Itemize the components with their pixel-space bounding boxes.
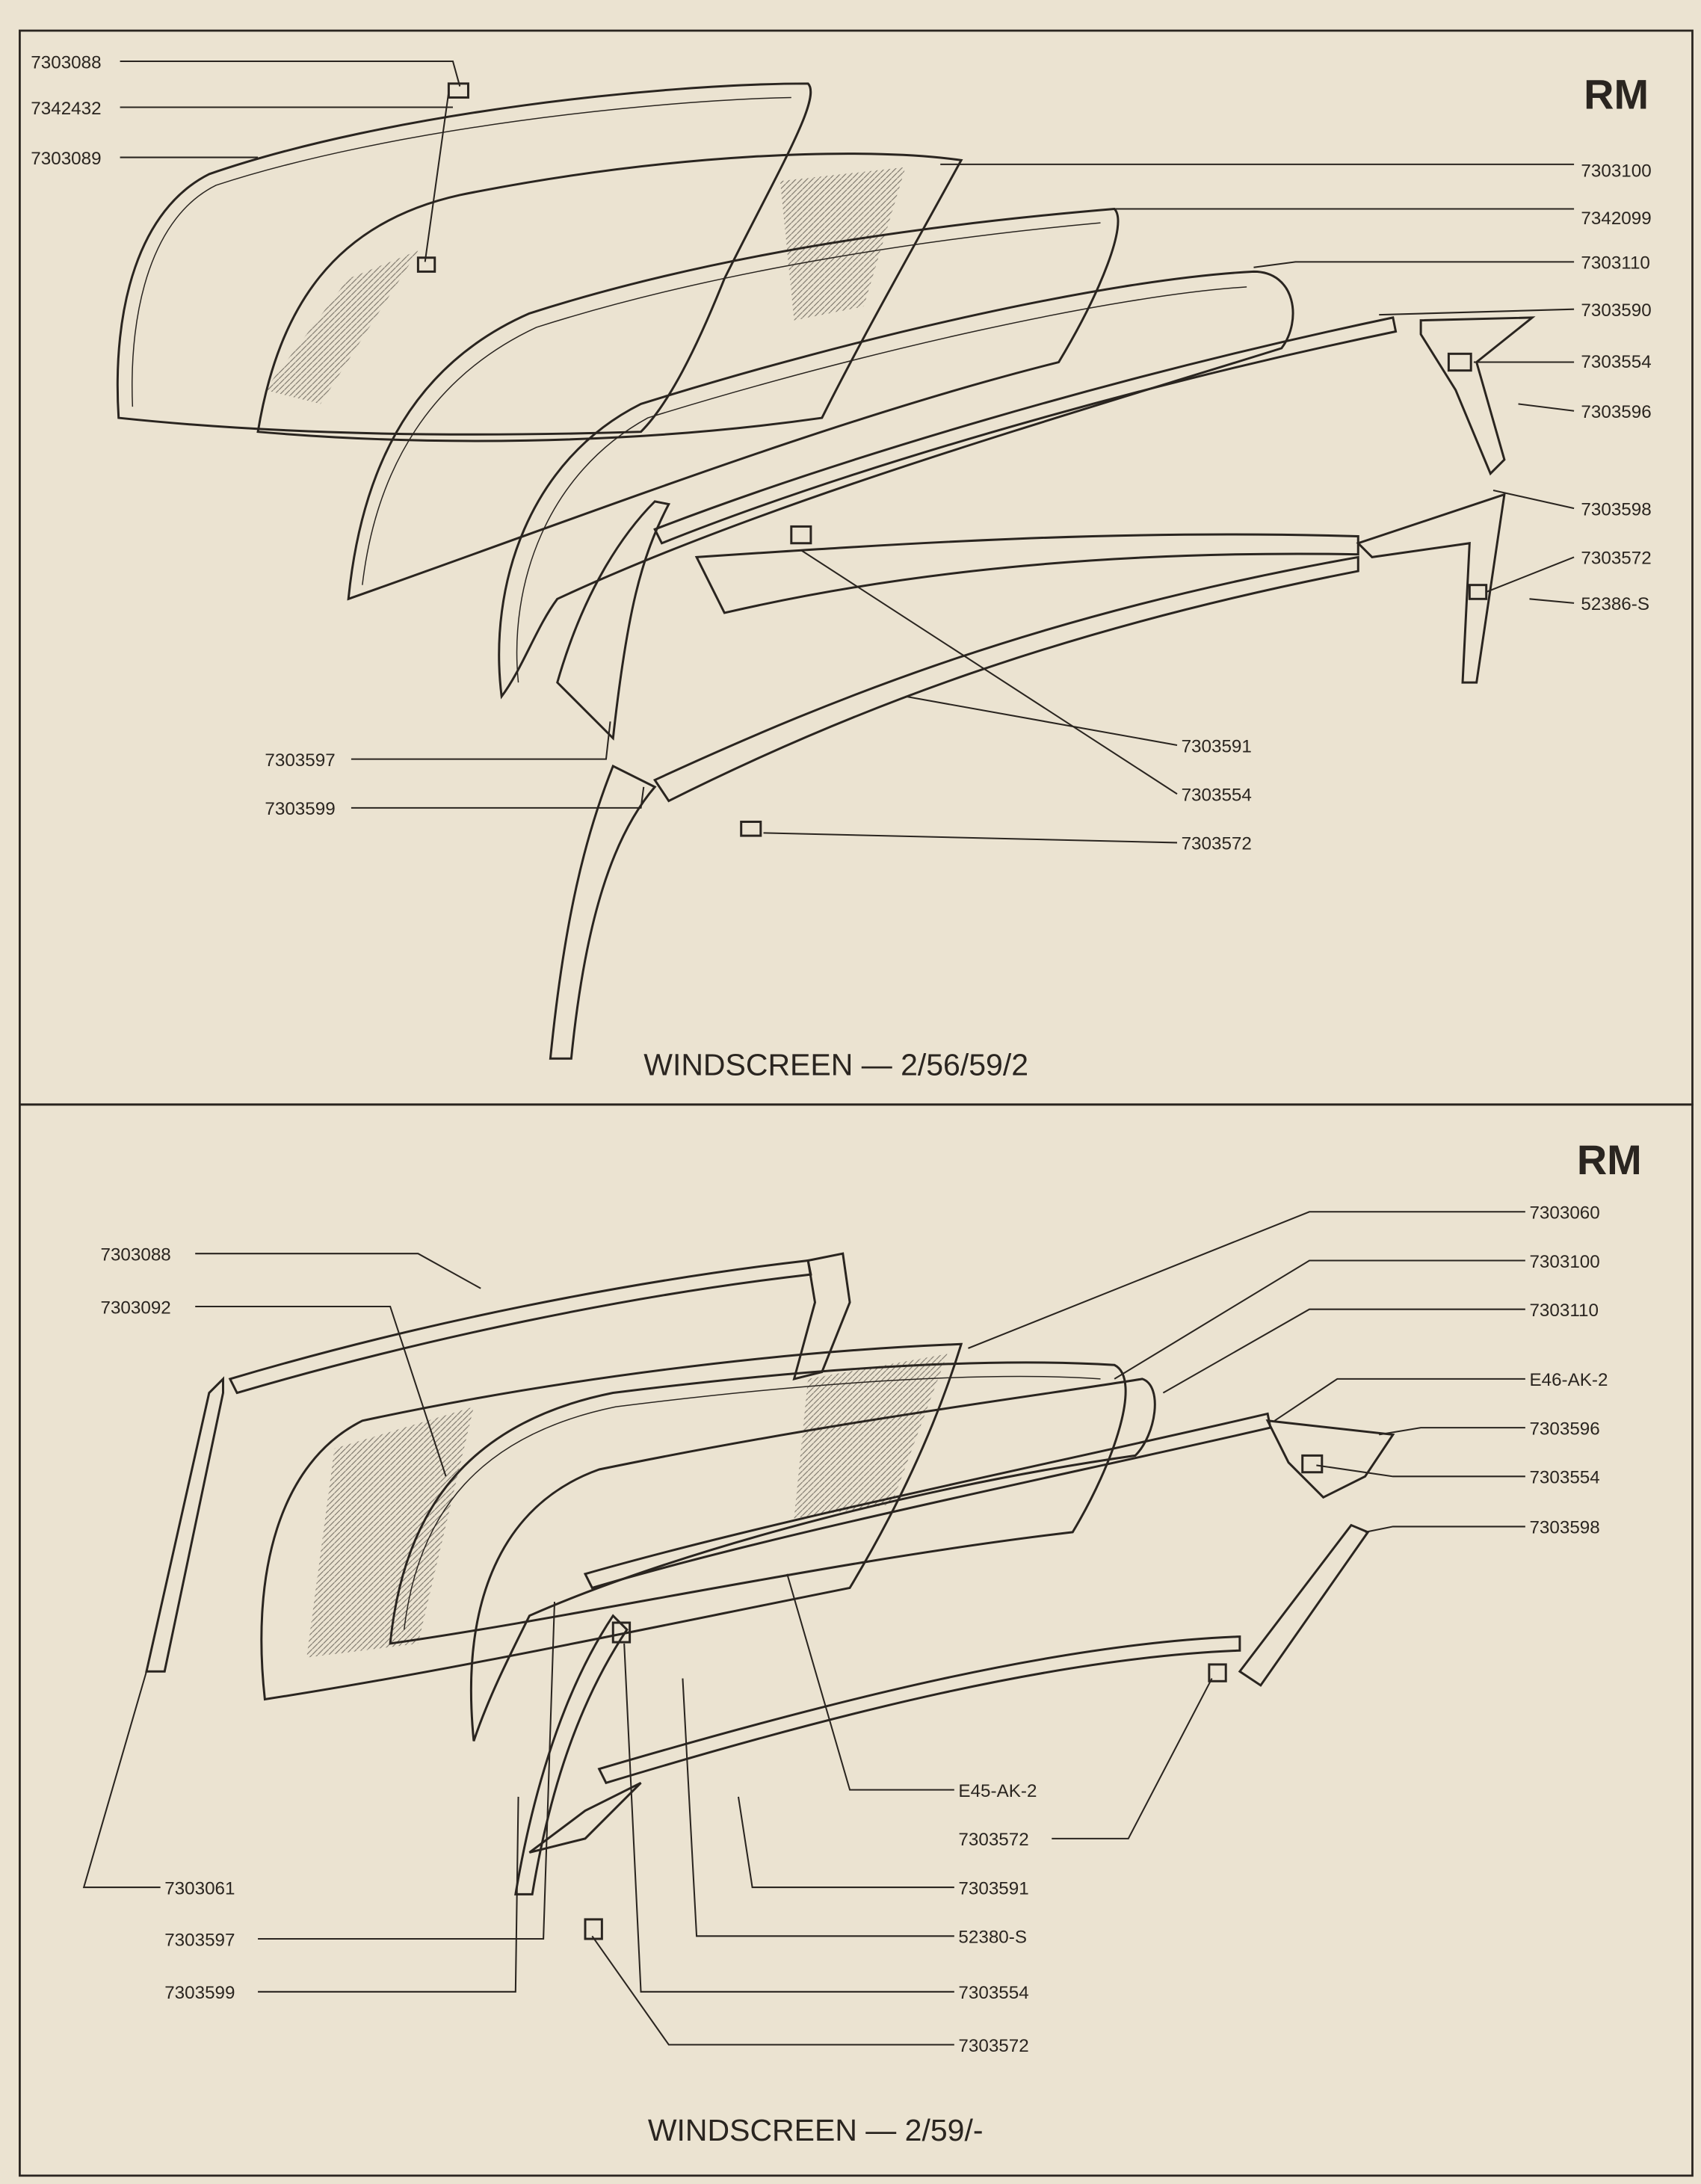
bottom-panel: RM 7303088 7303092 7303060 7303100 73031… bbox=[82, 1136, 1642, 2147]
part-label: 7303597 bbox=[164, 1930, 235, 1950]
part-label: E46-AK-2 bbox=[1529, 1370, 1608, 1390]
top-leader-lines bbox=[120, 60, 1575, 844]
part-label: 7303598 bbox=[1581, 500, 1651, 520]
part-label: 7303110 bbox=[1529, 1301, 1599, 1321]
part-label: 7303591 bbox=[958, 1878, 1028, 1898]
part-label: E45-AK-2 bbox=[958, 1781, 1037, 1801]
part-label: 7303572 bbox=[958, 2036, 1028, 2056]
part-label: 52380-S bbox=[958, 1928, 1027, 1948]
part-label: 7303554 bbox=[1581, 352, 1651, 372]
part-label: 7303554 bbox=[1529, 1468, 1599, 1488]
part-label: 52386-S bbox=[1581, 594, 1649, 614]
part-label: 7303060 bbox=[1529, 1203, 1599, 1224]
part-label: 7303599 bbox=[164, 1983, 235, 2003]
part-label: 7342099 bbox=[1581, 209, 1651, 229]
bottom-parts-drawing bbox=[145, 1252, 1395, 1940]
part-label: 7303110 bbox=[1581, 253, 1650, 274]
part-label: 7303572 bbox=[1182, 834, 1252, 854]
part-label: 7303598 bbox=[1529, 1518, 1599, 1538]
top-panel: RM 7303088 7342432 7303089 7303100 73420… bbox=[31, 52, 1651, 1082]
rm-badge: RM bbox=[1577, 1136, 1642, 1183]
part-label: 7303089 bbox=[31, 149, 101, 169]
part-label: 7303554 bbox=[958, 1983, 1028, 2003]
diagram-caption: WINDSCREEN — 2/59/- bbox=[648, 2113, 984, 2147]
part-label: 7303596 bbox=[1581, 402, 1651, 422]
rm-badge: RM bbox=[1584, 70, 1649, 117]
part-label: 7303597 bbox=[265, 750, 335, 771]
part-label: 7303061 bbox=[164, 1878, 235, 1898]
part-label: 7303088 bbox=[31, 52, 101, 73]
bottom-panel-border bbox=[19, 1103, 1694, 2177]
part-label: 7303591 bbox=[1182, 736, 1252, 756]
top-parts-drawing bbox=[116, 82, 1536, 1060]
part-label: 7303092 bbox=[100, 1298, 170, 1318]
part-label: 7303572 bbox=[1581, 549, 1651, 569]
bottom-leader-lines bbox=[82, 1211, 1525, 2046]
part-label: 7303554 bbox=[1182, 786, 1252, 806]
diagram-caption: WINDSCREEN — 2/56/59/2 bbox=[643, 1048, 1028, 1082]
part-label: 7303572 bbox=[958, 1830, 1028, 1850]
part-label: 7303088 bbox=[100, 1244, 170, 1265]
part-label: 7342432 bbox=[31, 99, 101, 119]
part-label: 7303590 bbox=[1581, 300, 1651, 321]
part-label: 7303596 bbox=[1529, 1419, 1599, 1439]
part-label: 7303100 bbox=[1581, 161, 1651, 182]
part-label: 7303100 bbox=[1529, 1252, 1599, 1272]
part-label: 7303599 bbox=[265, 799, 335, 819]
